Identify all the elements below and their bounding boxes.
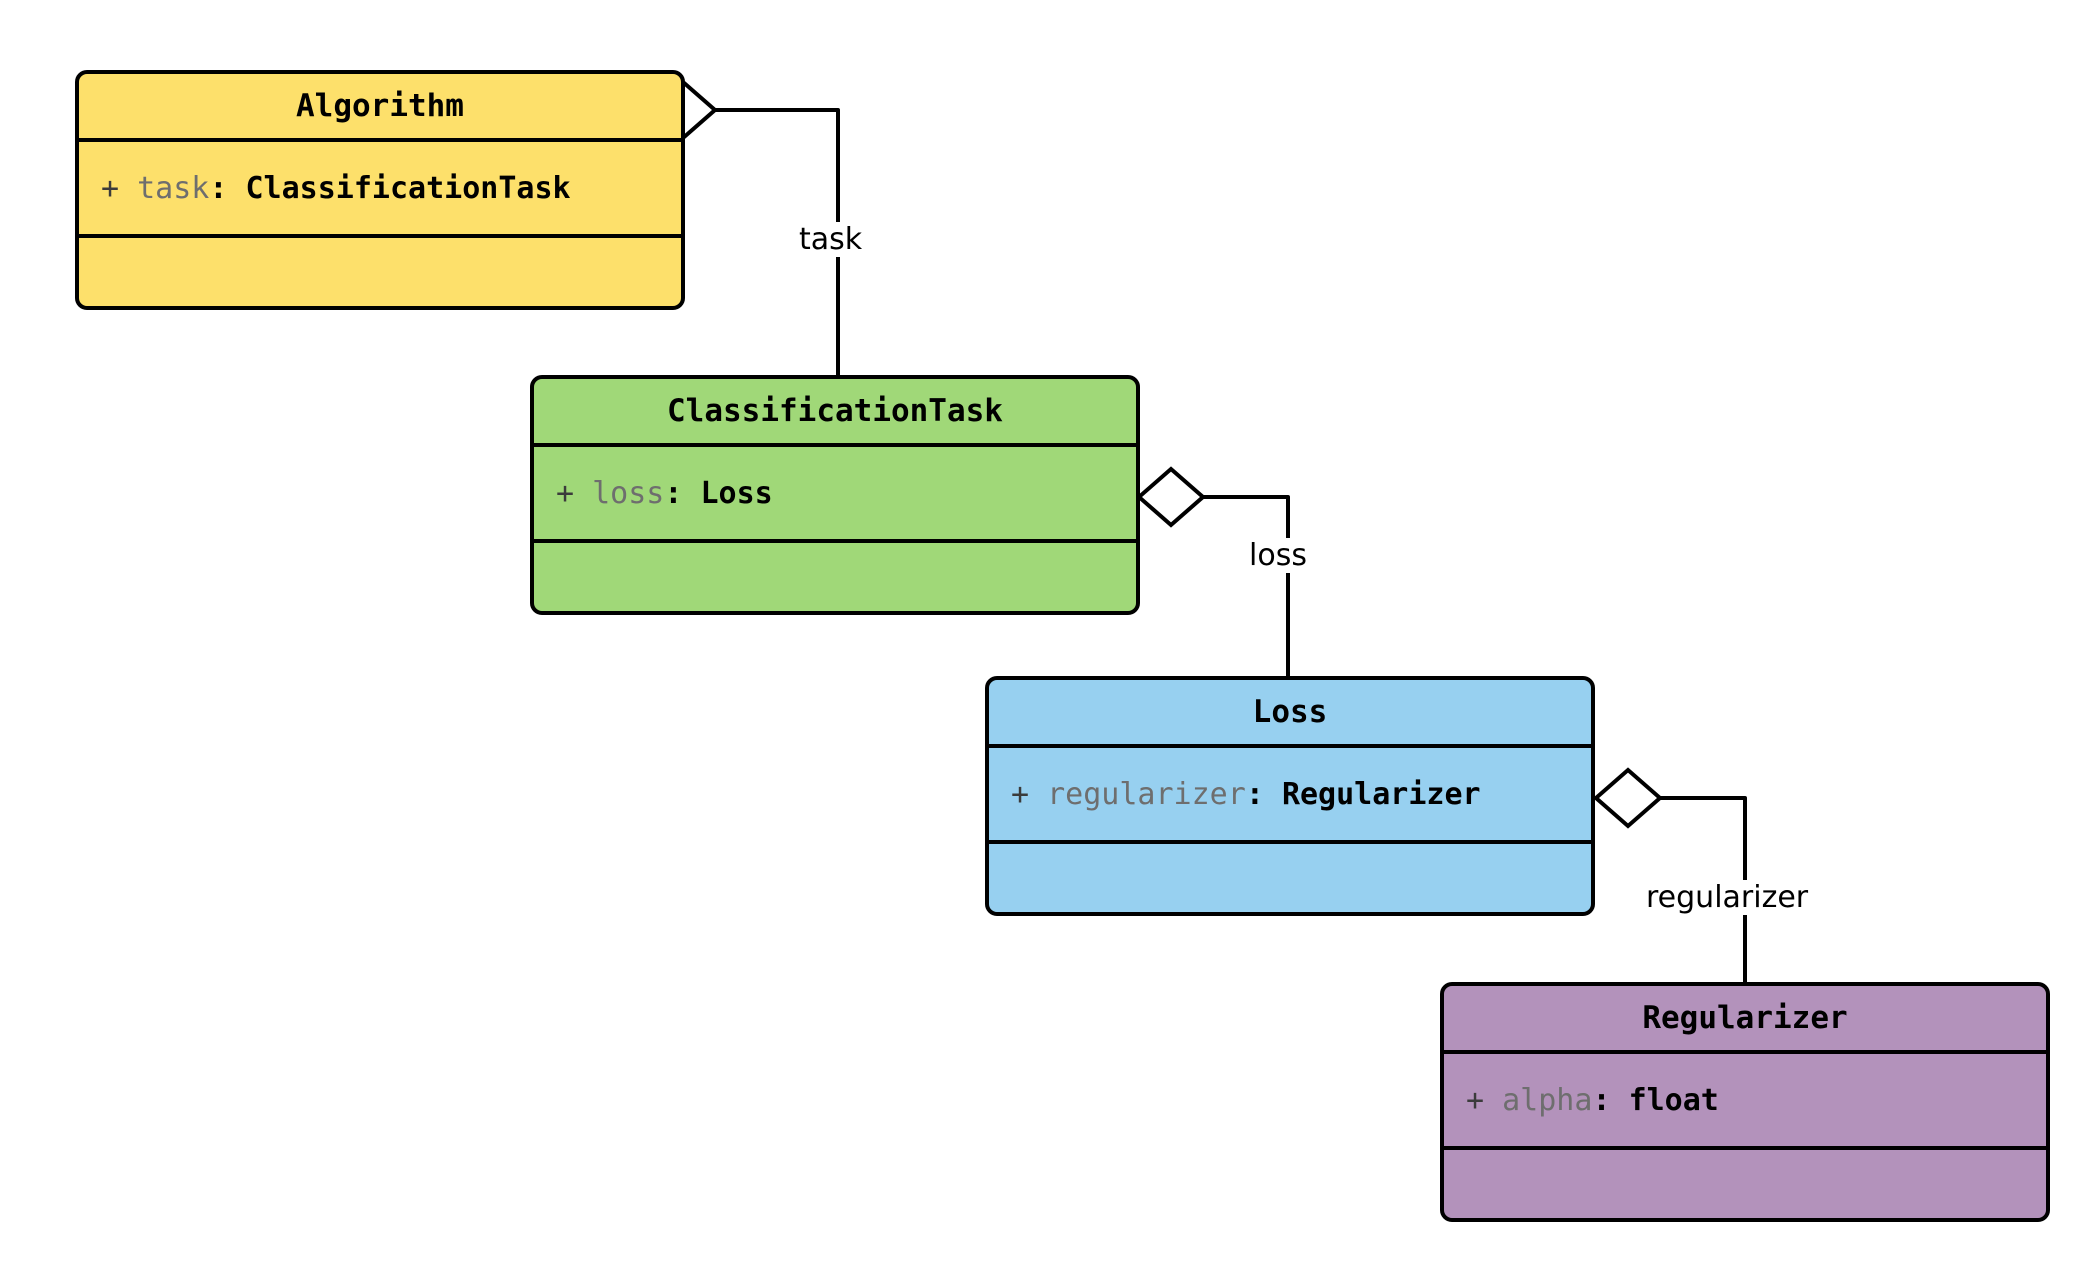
class-attributes-algorithm: + task : ClassificationTask: [79, 142, 681, 238]
attribute-name: loss: [592, 475, 665, 511]
attribute-type: ClassificationTask: [245, 170, 571, 206]
attribute-name: alpha: [1502, 1082, 1593, 1118]
class-title-algorithm: Algorithm: [79, 74, 681, 142]
class-title-regularizer: Regularizer: [1444, 986, 2046, 1054]
class-box-loss[interactable]: Loss + regularizer : Regularizer: [985, 676, 1595, 916]
attribute-visibility: +: [556, 475, 575, 511]
class-title-classification-task: ClassificationTask: [534, 379, 1136, 447]
edge-label-task: task: [794, 222, 868, 257]
attribute-type: Loss: [700, 475, 773, 511]
edge-loss-line: [1203, 495, 1290, 676]
attribute-separator: :: [209, 170, 228, 206]
edge-regularizer[interactable]: [1592, 767, 1747, 982]
class-attributes-regularizer: + alpha : float: [1444, 1054, 2046, 1150]
attribute-type: float: [1628, 1082, 1719, 1118]
class-title-loss: Loss: [989, 680, 1591, 748]
class-methods-classification-task: [534, 543, 1136, 611]
attribute-name: task: [137, 170, 210, 206]
class-box-classification-task[interactable]: ClassificationTask + loss : Loss: [530, 375, 1140, 615]
class-methods-algorithm: [79, 238, 681, 306]
class-box-algorithm[interactable]: Algorithm + task : ClassificationTask: [75, 70, 685, 310]
edge-label-regularizer: regularizer: [1641, 880, 1814, 915]
class-box-regularizer[interactable]: Regularizer + alpha : float: [1440, 982, 2050, 1222]
class-methods-loss: [989, 844, 1591, 912]
attribute-separator: :: [1245, 776, 1264, 812]
attribute-type: Regularizer: [1281, 776, 1481, 812]
attribute-name: regularizer: [1047, 776, 1246, 812]
attribute-separator: :: [664, 475, 683, 511]
attribute-visibility: +: [101, 170, 120, 206]
aggregation-diamond-icon: [1592, 767, 1664, 829]
edge-label-loss: loss: [1244, 538, 1312, 573]
attribute-separator: :: [1592, 1082, 1611, 1118]
attribute-visibility: +: [1011, 776, 1030, 812]
class-attributes-loss: + regularizer : Regularizer: [989, 748, 1591, 844]
class-methods-regularizer: [1444, 1150, 2046, 1218]
class-attributes-classification-task: + loss : Loss: [534, 447, 1136, 543]
aggregation-diamond-icon: [1135, 466, 1207, 528]
attribute-visibility: +: [1466, 1082, 1485, 1118]
